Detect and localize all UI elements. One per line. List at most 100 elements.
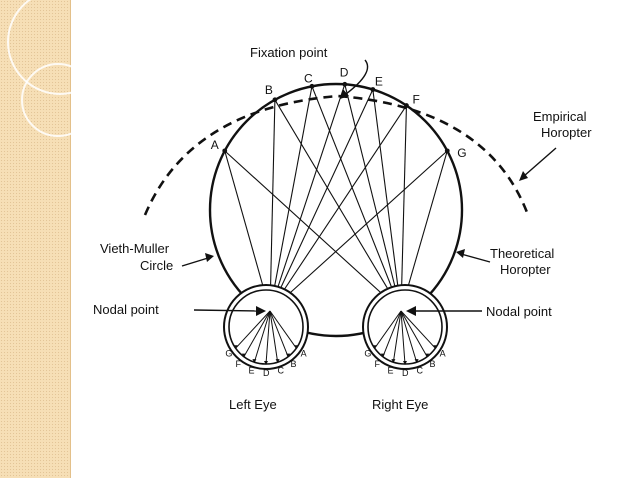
ray-B-right xyxy=(274,99,402,312)
left-retina-arrowhead-4 xyxy=(275,359,280,364)
ray-C-left xyxy=(269,86,313,312)
nodal-point-right-arrowhead xyxy=(406,306,416,316)
fixation-point-arrow xyxy=(345,59,369,95)
empirical-horopter-arc xyxy=(143,94,530,216)
right-retina-line-6 xyxy=(400,310,436,349)
left-retina-arrowhead-6 xyxy=(294,345,299,350)
ray-E-left xyxy=(269,89,374,312)
right-retina-letter-5: B xyxy=(429,359,435,369)
circle-point-D xyxy=(342,81,348,87)
right-retina-letter-1: F xyxy=(375,359,381,369)
right-retina-arrowhead-5 xyxy=(425,353,430,358)
left-retina-arrowhead-3 xyxy=(264,361,268,365)
left-retina-line-1 xyxy=(243,310,271,357)
circle-point-G xyxy=(444,148,450,154)
left-retina-line-0 xyxy=(235,310,271,349)
decor-ring-top xyxy=(7,0,113,95)
ray-C-right xyxy=(311,86,402,312)
left-retina-line-2 xyxy=(253,310,271,363)
right-retina-line-5 xyxy=(400,310,428,357)
left-retina-arrowhead-0 xyxy=(233,345,238,350)
slide-decor-strip xyxy=(0,0,70,478)
theoretical-horopter-label-line2: Horopter xyxy=(500,262,551,277)
right-retina-arrowhead-3 xyxy=(403,361,407,365)
circle-points: A B C D E F G xyxy=(211,65,467,160)
circle-point-C xyxy=(309,83,315,89)
vieth-muller-arrowhead xyxy=(205,253,214,262)
ray-D-right xyxy=(344,84,402,312)
circle-point-label-F: F xyxy=(412,93,419,107)
ray-B-left xyxy=(269,99,276,312)
right-retina-letter-2: E xyxy=(388,366,394,376)
ray-F-right xyxy=(400,105,408,312)
theoretical-horopter-label-line1: Theoretical xyxy=(490,246,554,261)
left-retina-line-3 xyxy=(265,310,271,365)
circle-point-label-E: E xyxy=(375,75,383,89)
circle-point-label-D: D xyxy=(340,65,349,79)
right-retina-line-1 xyxy=(382,310,402,357)
right-eye xyxy=(362,284,448,370)
theoretical-horopter-pointer xyxy=(460,253,491,263)
right-eye-retinal-fan xyxy=(372,310,438,365)
projection-lines xyxy=(224,84,448,312)
right-retina-arrowhead-1 xyxy=(380,353,385,358)
right-retina-letter-3: D xyxy=(402,368,409,378)
ray-G-left xyxy=(269,150,448,312)
right-retina-arrowhead-6 xyxy=(433,345,438,350)
left-eye-retinal-fan xyxy=(233,310,299,365)
nodal-point-left-pointer xyxy=(193,309,259,312)
left-retina-arrowhead-1 xyxy=(241,353,246,358)
right-retina-letter-0: G xyxy=(364,348,371,358)
left-retina-letter-6: A xyxy=(301,348,307,358)
right-retina-letter-6: A xyxy=(440,348,446,358)
empirical-horopter-label-line1: Empirical xyxy=(533,109,587,124)
circle-point-label-G: G xyxy=(457,146,466,160)
right-eye-label: Right Eye xyxy=(372,397,428,412)
empirical-horopter-label-line2: Horopter xyxy=(541,125,592,140)
decor-ring-bottom xyxy=(21,63,95,137)
right-retina-line-0 xyxy=(374,310,402,349)
right-retina-line-4 xyxy=(400,310,418,363)
circle-point-label-C: C xyxy=(304,71,313,85)
left-eye-outer xyxy=(223,284,309,370)
left-retina-arrowhead-2 xyxy=(252,359,257,364)
theoretical-horopter-arrowhead xyxy=(456,249,465,258)
empirical-horopter-arrowhead xyxy=(519,171,528,181)
left-retina-letter-1: F xyxy=(236,359,242,369)
ray-D-left xyxy=(269,84,346,312)
nodal-point-left-arrowhead xyxy=(256,306,266,316)
right-retina-letter-4: C xyxy=(416,366,423,376)
vieth-muller-label-line1: Vieth-Muller xyxy=(100,241,170,256)
left-retina-letter-5: B xyxy=(290,359,296,369)
ray-E-right xyxy=(372,89,402,312)
circle-point-F xyxy=(404,103,409,108)
vieth-muller-label-line2: Circle xyxy=(140,258,173,273)
circle-point-label-B: B xyxy=(265,83,273,97)
right-retina-arrowhead-4 xyxy=(414,359,419,364)
vieth-muller-circle xyxy=(208,82,464,338)
right-eye-outer xyxy=(362,284,448,370)
left-eye xyxy=(223,284,309,370)
fixation-point-label: Fixation point xyxy=(250,45,328,60)
circle-point-A xyxy=(222,148,228,154)
right-retina-arrowhead-2 xyxy=(391,359,396,364)
left-retina-arrowhead-5 xyxy=(286,353,291,358)
right-retina-line-2 xyxy=(392,310,402,363)
left-retina-letter-3: D xyxy=(263,368,270,378)
empirical-horopter-pointer xyxy=(523,147,557,177)
vieth-muller-pointer xyxy=(181,257,209,267)
left-retina-line-4 xyxy=(269,310,279,363)
left-retina-line-5 xyxy=(269,310,289,357)
slide-decor-edge xyxy=(70,0,71,478)
left-retina-letter-0: G xyxy=(225,348,232,358)
left-retina-letter-2: E xyxy=(249,366,255,376)
left-eye-label: Left Eye xyxy=(229,397,277,412)
ray-F-left xyxy=(269,105,407,312)
nodal-point-left-label: Nodal point xyxy=(93,302,159,317)
circle-point-label-A: A xyxy=(211,138,219,152)
right-retina-line-3 xyxy=(400,310,406,365)
left-retina-line-6 xyxy=(269,310,297,349)
